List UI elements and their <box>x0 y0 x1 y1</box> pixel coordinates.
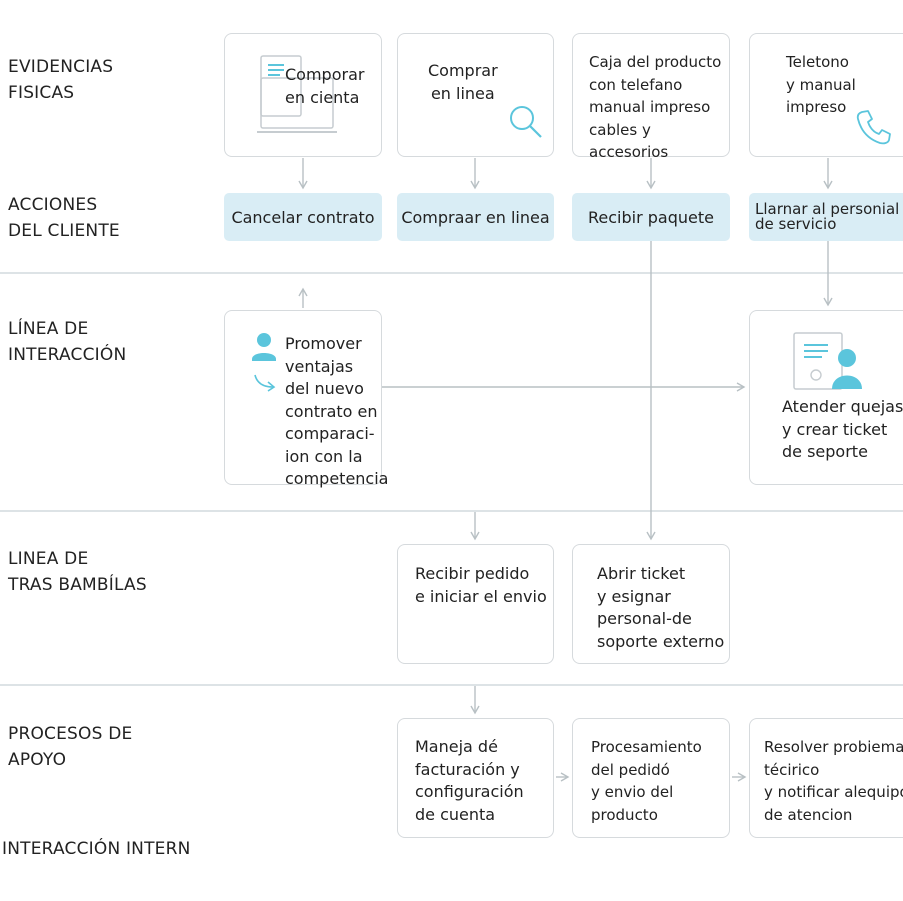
evidence-text: Caja del producto con telefano manual im… <box>589 53 722 161</box>
backstage-text: Abrir ticket y esignar personal-de sopor… <box>597 564 725 651</box>
interaction-card-promote: Promover ventajas del nuevo contrato en … <box>224 310 388 488</box>
support-text: Maneja dé facturación y configuración de… <box>415 737 524 824</box>
document-laptop-icon <box>257 55 337 133</box>
interaction-card-support: Atender quejas y crear ticket de seporte <box>749 310 903 485</box>
interaction-line-divider <box>0 272 903 274</box>
support-text: Resolver probiema técirico y notificar a… <box>764 738 903 824</box>
action-cancel-contract: Cancelar contrato <box>224 193 382 241</box>
evidence-card-store: Comporar en cienta <box>224 33 382 157</box>
support-agent-icon <box>793 332 862 390</box>
evidence-card-phone: Teletono y manual impreso <box>749 33 903 157</box>
interaction-text: Atender quejas y crear ticket de seporte <box>782 397 903 461</box>
support-text: Procesamiento del pedidó y envio del pro… <box>591 738 702 824</box>
visibility-line-divider <box>0 510 903 512</box>
action-receive-package: Recibir paquete <box>572 193 730 241</box>
support-card-billing: Maneja dé facturación y configuración de… <box>397 718 554 838</box>
phone-icon <box>856 110 891 145</box>
lane-label-physical-evidence: EVIDENCIAS FISICAS <box>8 57 114 103</box>
lane-label-backstage-line: LINEA DE TRAS BAMBÍLAS <box>8 549 147 595</box>
evidence-text: Comporar en cienta <box>285 65 365 107</box>
lane-label-internal-interaction: INTERACCIÓN INTERN <box>2 839 191 859</box>
support-card-resolve: Resolver probiema técirico y notificar a… <box>749 718 903 838</box>
action-call-service-staff: Llarnar al personial de servicio <box>749 193 903 241</box>
lane-label-customer-actions: ACCIONES DEL CLIENTE <box>8 195 120 241</box>
evidence-card-package: Caja del producto con telefano manual im… <box>572 33 730 161</box>
action-buy-online: Compraar en linea <box>397 193 554 241</box>
internal-interaction-divider <box>0 684 903 686</box>
support-card-processing: Procesamiento del pedidó y envio del pro… <box>572 718 730 838</box>
interaction-text: Promover ventajas del nuevo contrato en … <box>285 334 389 488</box>
backstage-text: Recibir pedido e iniciar el envio <box>415 564 547 606</box>
lane-label-support-processes: PROCESOS DE APOYO <box>8 724 133 770</box>
evidence-text: Teletono y manual impreso <box>786 53 856 116</box>
backstage-card-ticket: Abrir ticket y esignar personal-de sopor… <box>572 544 730 664</box>
search-icon <box>510 106 542 138</box>
backstage-card-order: Recibir pedido e iniciar el envio <box>397 544 554 664</box>
person-icon <box>252 333 276 392</box>
lane-label-interaction-line: LÍNEA DE INTERACCIÓN <box>8 319 127 365</box>
evidence-text: Comprar en linea <box>428 61 498 103</box>
evidence-card-online: Comprar en linea <box>397 33 554 157</box>
